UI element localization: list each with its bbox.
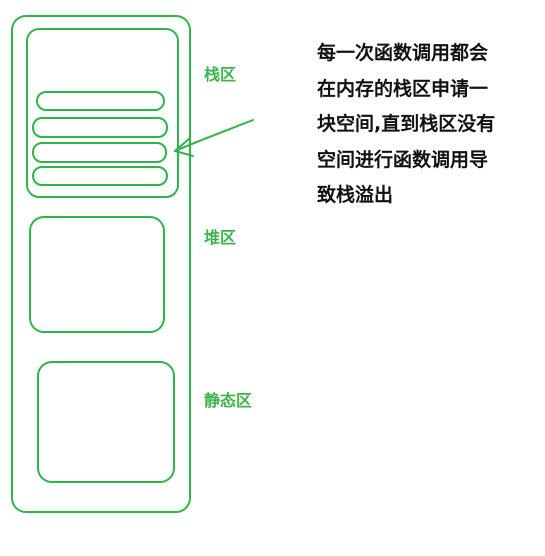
memory-outline xyxy=(11,15,191,513)
static-region-label: 静态区 xyxy=(204,391,253,410)
heap-region xyxy=(29,216,165,333)
stack-frame xyxy=(36,91,165,111)
stack-region xyxy=(26,28,179,198)
note-line: 块空间,直到栈区没有 xyxy=(317,113,496,135)
note-line: 空间进行函数调用导 xyxy=(317,148,489,171)
heap-region-label: 堆区 xyxy=(204,228,237,247)
stack-frame xyxy=(32,142,167,163)
note-line: 致栈溢出 xyxy=(317,184,394,206)
stack-frame xyxy=(32,166,168,186)
static-region xyxy=(37,361,175,483)
arrow-icon xyxy=(174,119,254,157)
stack-region-label: 栈区 xyxy=(204,65,237,84)
stack-frame xyxy=(32,117,168,138)
note-line: 每一次函数调用都会 xyxy=(317,42,489,64)
stack-overflow-note: 每一次函数调用都会 在内存的栈区申请一 块空间,直到栈区没有 空间进行函数调用导… xyxy=(317,36,532,214)
note-line: 在内存的栈区申请一 xyxy=(317,77,489,100)
